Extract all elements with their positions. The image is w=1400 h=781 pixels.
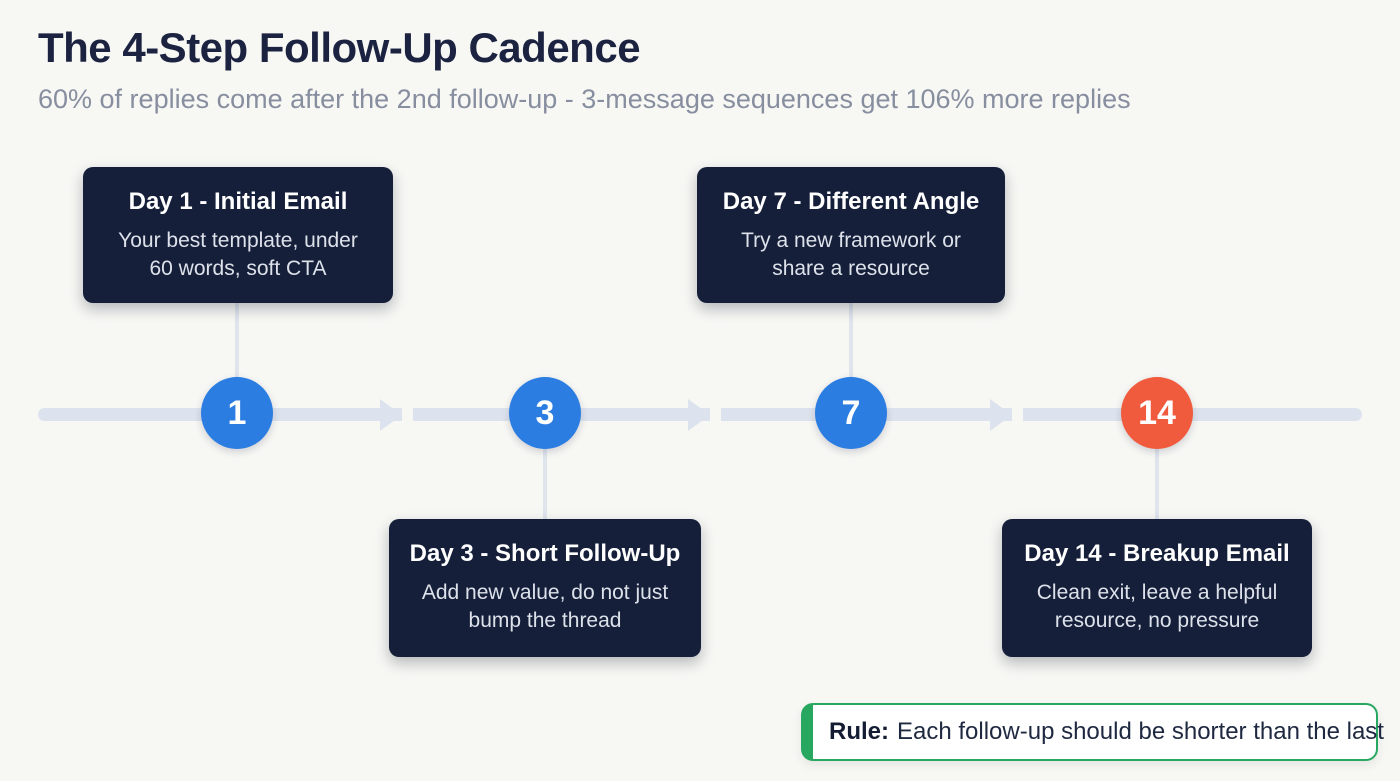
- node-number: 1: [227, 393, 247, 432]
- timeline-node-day-3: 3: [509, 377, 581, 449]
- card-day-7: Day 7 - Different Angle Try a new framew…: [697, 167, 1005, 303]
- card-body: Clean exit, leave a helpful resource, no…: [1036, 581, 1278, 633]
- node-number: 7: [841, 393, 861, 432]
- timeline-node-day-7: 7: [815, 377, 887, 449]
- card-title: Day 7 - Different Angle: [722, 188, 980, 215]
- arrow-gap: [1012, 405, 1023, 424]
- arrow-gap: [710, 405, 721, 424]
- timeline-node-day-1: 1: [201, 377, 273, 449]
- card-title: Day 1 - Initial Email: [128, 188, 348, 215]
- rule-callout: Rule: Each follow-up should be shorter t…: [801, 703, 1384, 761]
- card-title: Day 14 - Breakup Email: [1024, 540, 1290, 567]
- rule-label: Rule:: [829, 718, 889, 745]
- card-body: Try a new framework or share a resource: [741, 229, 961, 281]
- connector-step-7: [849, 303, 853, 378]
- card-body: Add new value, do not just bump the thre…: [421, 581, 669, 633]
- node-number: 14: [1138, 393, 1176, 432]
- timeline-node-day-14: 14: [1121, 377, 1193, 449]
- node-number: 3: [535, 393, 555, 432]
- card-day-14: Day 14 - Breakup Email Clean exit, leave…: [1002, 519, 1312, 657]
- arrow-right-icon: [380, 399, 402, 431]
- page-subtitle: 60% of replies come after the 2nd follow…: [38, 84, 1131, 114]
- arrow-gap: [402, 405, 413, 424]
- arrow-right-icon: [688, 399, 710, 431]
- connector-step-3: [543, 448, 547, 519]
- connector-step-14: [1155, 448, 1159, 519]
- rule-text: Each follow-up should be shorter than th…: [897, 718, 1384, 745]
- card-body: Your best template, under 60 words, soft…: [118, 229, 358, 281]
- card-day-1: Day 1 - Initial Email Your best template…: [83, 167, 393, 303]
- arrow-right-icon: [990, 399, 1012, 431]
- page-title: The 4-Step Follow-Up Cadence: [38, 24, 641, 71]
- card-day-3: Day 3 - Short Follow-Up Add new value, d…: [389, 519, 701, 657]
- connector-step-1: [235, 303, 239, 378]
- card-title: Day 3 - Short Follow-Up: [409, 540, 681, 567]
